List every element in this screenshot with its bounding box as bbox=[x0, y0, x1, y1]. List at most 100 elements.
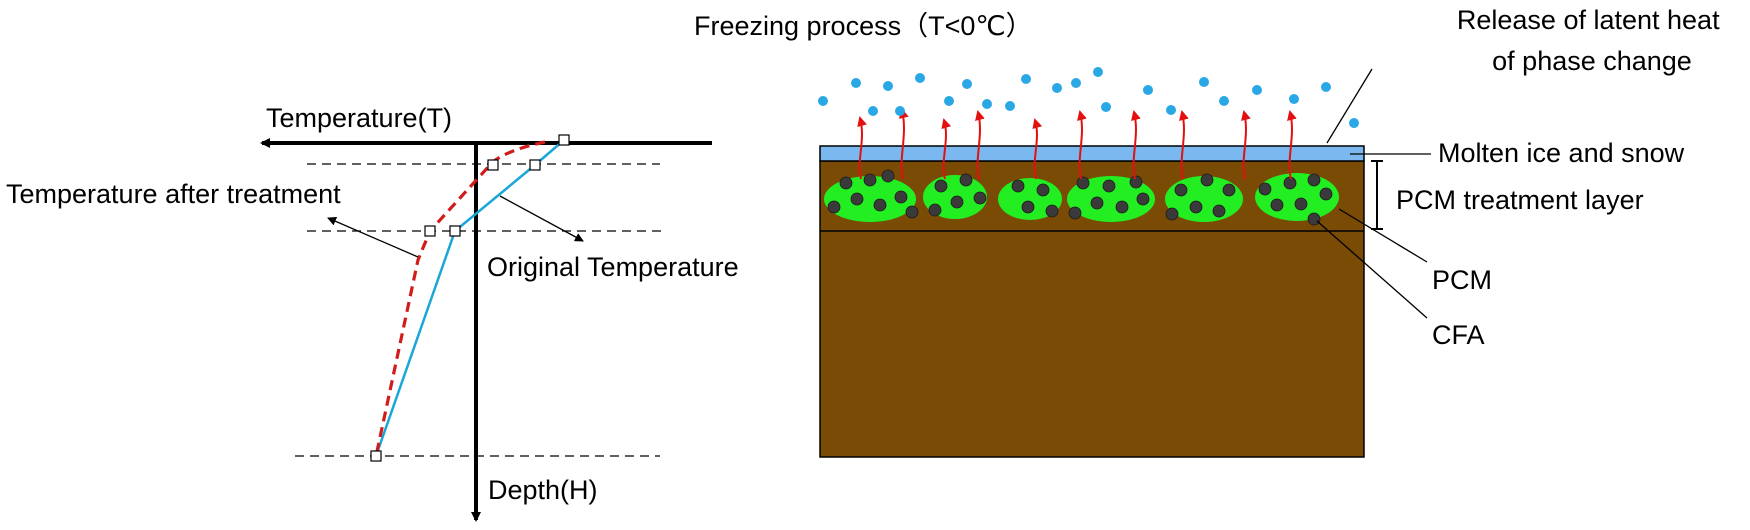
cfa-particle bbox=[1068, 206, 1082, 220]
cfa-particle bbox=[827, 200, 841, 214]
cfa-particle bbox=[1307, 173, 1321, 187]
snowflake bbox=[1143, 85, 1153, 95]
snowflake bbox=[1199, 77, 1209, 87]
cfa-particle bbox=[1136, 192, 1150, 206]
latent-heat-arrows bbox=[857, 108, 1297, 180]
snowflake bbox=[895, 106, 905, 116]
heat-arrow bbox=[1241, 110, 1251, 180]
cfa-particle bbox=[1011, 179, 1025, 193]
cfa-particle bbox=[1036, 183, 1050, 197]
cfa-particle bbox=[863, 173, 877, 187]
heat-arrow bbox=[898, 108, 909, 180]
snowflake bbox=[1101, 102, 1111, 112]
snowflake bbox=[982, 99, 992, 109]
cfa-particle bbox=[934, 179, 948, 193]
pcm-pavement-section: Freezing process（T<0℃） Release of latent… bbox=[694, 5, 1720, 458]
cfa-particle bbox=[1200, 173, 1214, 187]
curve-marker bbox=[487, 159, 499, 171]
cfa-particle bbox=[959, 173, 973, 187]
cfa-particle bbox=[1129, 175, 1143, 189]
heat-arrow bbox=[941, 118, 952, 180]
pcm-leader bbox=[1338, 208, 1428, 263]
heat-arrow bbox=[1077, 110, 1087, 180]
original-curve-label: Original Temperature bbox=[487, 252, 739, 282]
heat-arrow bbox=[857, 116, 867, 180]
latent-heat-leader bbox=[1326, 68, 1373, 144]
snowflake bbox=[1052, 83, 1062, 93]
cfa-particle bbox=[1258, 182, 1272, 196]
curve-marker bbox=[370, 450, 382, 462]
snowflake bbox=[1349, 118, 1359, 128]
temperature-axis-label: Temperature(T) bbox=[266, 103, 452, 133]
pcm-label: PCM bbox=[1432, 265, 1492, 295]
snowflake bbox=[1321, 82, 1331, 92]
depth-axis-label: Depth(H) bbox=[488, 475, 598, 505]
latent-heat-label-line-1: Release of latent heat bbox=[1457, 5, 1720, 35]
heat-arrow bbox=[1032, 118, 1043, 180]
cfa-particle bbox=[973, 191, 987, 205]
snowflake bbox=[883, 81, 893, 91]
cfa-particle bbox=[1222, 183, 1236, 197]
snowflake bbox=[962, 79, 972, 89]
snowflake bbox=[868, 106, 878, 116]
cfa-particle bbox=[1307, 212, 1321, 226]
cfa-particle bbox=[894, 190, 908, 204]
cfa-particle bbox=[1270, 198, 1284, 212]
snowflake bbox=[1005, 101, 1015, 111]
ice-layer-label: Molten ice and snow bbox=[1438, 138, 1685, 168]
cfa-particle bbox=[1021, 200, 1035, 214]
snowflake bbox=[1252, 85, 1262, 95]
treated-label-leader bbox=[327, 217, 419, 258]
cfa-particle bbox=[950, 195, 964, 209]
cfa-particle bbox=[873, 198, 887, 212]
heat-arrow bbox=[1287, 110, 1297, 180]
curve-marker bbox=[424, 225, 436, 237]
cfa-particle bbox=[928, 203, 942, 217]
curve-marker bbox=[449, 225, 461, 237]
cfa-particle bbox=[881, 169, 895, 183]
temperature-depth-plot: Temperature(T) Depth(H) Temperature afte… bbox=[6, 103, 739, 522]
freezing-process-title: Freezing process（T<0℃） bbox=[694, 11, 1033, 41]
snowflake bbox=[818, 96, 828, 106]
cfa-particle bbox=[1165, 207, 1179, 221]
cfa-label: CFA bbox=[1432, 320, 1485, 350]
cfa-leader bbox=[1316, 220, 1428, 319]
cfa-particle bbox=[1212, 204, 1226, 218]
curve-marker bbox=[558, 134, 570, 146]
snowflake bbox=[1093, 67, 1103, 77]
snowflake bbox=[915, 73, 925, 83]
snowflake bbox=[1166, 105, 1176, 115]
heat-arrow bbox=[1131, 110, 1141, 180]
original-temperature-curve bbox=[374, 139, 565, 457]
cfa-particle bbox=[1045, 204, 1059, 218]
cfa-particle bbox=[1174, 183, 1188, 197]
cfa-particle bbox=[1076, 176, 1090, 190]
cfa-particles bbox=[827, 169, 1333, 226]
original-label-leader bbox=[499, 195, 584, 242]
snowflake bbox=[1071, 78, 1081, 88]
snowflake bbox=[851, 78, 861, 88]
cfa-particle bbox=[1294, 197, 1308, 211]
cfa-particle bbox=[1102, 179, 1116, 193]
snowflake bbox=[1289, 94, 1299, 104]
snowflake bbox=[1021, 74, 1031, 84]
treated-temperature-curve bbox=[374, 140, 546, 457]
latent-heat-label-line-2: of phase change bbox=[1492, 46, 1692, 76]
treated-curve-label: Temperature after treatment bbox=[6, 179, 341, 209]
treatment-layer-label: PCM treatment layer bbox=[1396, 185, 1644, 215]
cfa-particle bbox=[850, 192, 864, 206]
cfa-particle bbox=[1189, 200, 1203, 214]
snowflake bbox=[1219, 96, 1229, 106]
cfa-particle bbox=[1090, 196, 1104, 210]
cfa-particle bbox=[1319, 187, 1333, 201]
curve-marker bbox=[529, 159, 541, 171]
snowflake bbox=[944, 96, 954, 106]
cfa-particle bbox=[905, 205, 919, 219]
cfa-particle bbox=[839, 176, 853, 190]
cfa-particle bbox=[1115, 200, 1129, 214]
treatment-layer-bracket bbox=[1371, 160, 1383, 230]
snowflakes bbox=[818, 67, 1359, 128]
heat-arrow bbox=[1179, 110, 1189, 180]
heat-arrow bbox=[975, 110, 985, 180]
